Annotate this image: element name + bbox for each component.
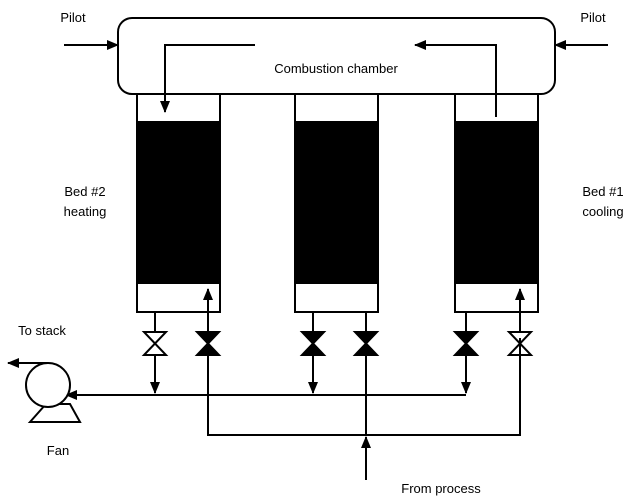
from-process-label: From process: [401, 481, 481, 496]
fan: [25, 362, 82, 423]
bed-3-media: [295, 121, 378, 284]
bed-1-state-label: cooling: [582, 204, 623, 219]
combustion-chamber: [117, 17, 556, 95]
chamber-flow-arrow-right: [414, 40, 497, 117]
pilot-left-label: Pilot: [60, 10, 86, 25]
bed-2-label: Bed #2: [64, 184, 105, 199]
bed-1-label: Bed #1: [582, 184, 623, 199]
fan-label: Fan: [47, 443, 69, 458]
bed-2-outlet-valve[interactable]: [141, 331, 169, 356]
bed-1: [454, 93, 539, 313]
bed-3-outlet-valve[interactable]: [299, 331, 327, 356]
bed-3: [294, 93, 379, 313]
combustion-chamber-label: Combustion chamber: [274, 61, 398, 76]
bed-1-outlet-valve[interactable]: [452, 331, 480, 356]
bed-2-media: [137, 121, 220, 284]
to-stack-label: To stack: [18, 323, 66, 338]
bed-2: [136, 93, 221, 313]
bed-2-state-label: heating: [64, 204, 107, 219]
bed-3-inlet-valve[interactable]: [352, 331, 380, 356]
pilot-right-label: Pilot: [580, 10, 606, 25]
bed-1-media: [455, 121, 538, 284]
chamber-flow-arrow-left: [160, 44, 255, 113]
process-inlet-header: [207, 338, 521, 436]
